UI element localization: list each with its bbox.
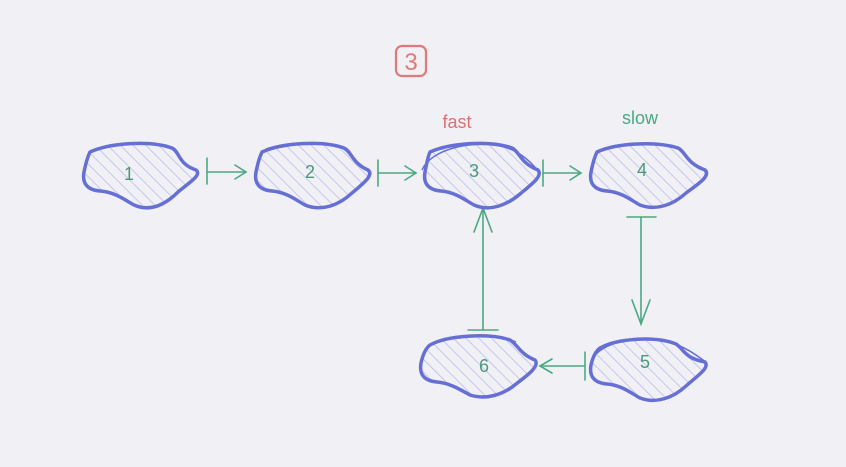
step-badge-frame <box>394 44 428 78</box>
node-6: 6 <box>418 334 538 399</box>
edge-4-to-5 <box>626 216 657 327</box>
edge-2-to-3 <box>377 159 418 187</box>
node-label: 2 <box>305 162 315 182</box>
node-label: 3 <box>469 161 479 181</box>
node-4: 4 <box>588 142 709 210</box>
fast-pointer-label: fast <box>442 112 471 132</box>
node-label: 4 <box>637 160 647 180</box>
node-label: 5 <box>640 352 650 372</box>
node-5: 5 <box>588 337 708 403</box>
node-3: 3 <box>421 141 541 210</box>
step-number-badge: 3 <box>394 44 428 78</box>
step-badge-label: 3 <box>404 49 417 76</box>
node-2: 2 <box>253 141 372 210</box>
edge-5-to-6 <box>538 351 586 381</box>
edges <box>206 157 657 381</box>
node-label: 1 <box>124 164 134 184</box>
node-label: 6 <box>479 356 489 376</box>
slow-pointer-label: slow <box>622 108 659 128</box>
node-1: 1 <box>81 141 200 210</box>
edge-6-to-3 <box>467 205 499 331</box>
edge-1-to-2 <box>206 157 248 185</box>
edge-3-to-4 <box>542 159 583 187</box>
